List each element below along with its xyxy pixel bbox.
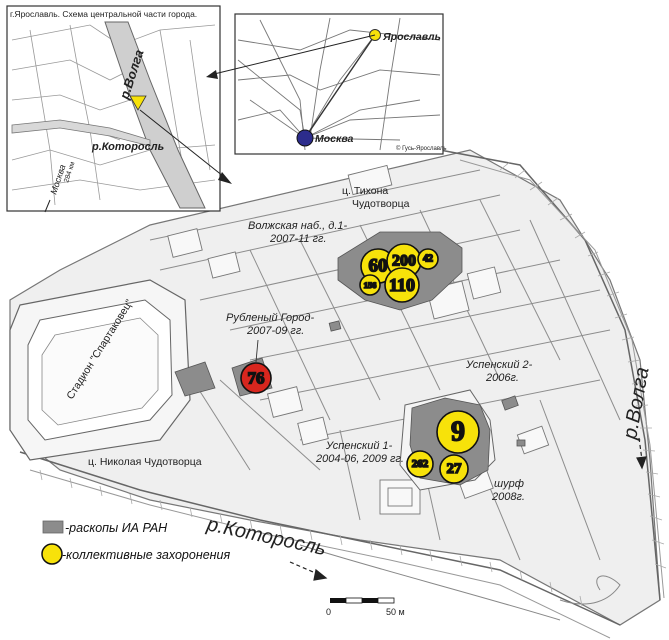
burial-9: 9 <box>436 410 480 454</box>
church-tikhon-label-2: Чудотворца <box>352 198 410 210</box>
region-moscow-marker <box>296 129 314 147</box>
site-shurf-label: шурф <box>494 478 524 490</box>
site-uspensky2-years: 2006г. <box>485 372 519 384</box>
region-inset: Ярославль Москва © Гусь-Ярославль <box>206 13 447 155</box>
inset-location-triangle <box>129 95 147 111</box>
svg-text:262: 262 <box>412 458 429 470</box>
burial-42: 42 <box>417 248 439 270</box>
legend-excavation-swatch <box>42 520 64 534</box>
church-tikhon-label: ц. Тихона <box>342 185 388 197</box>
excavation-shurf <box>516 439 526 447</box>
burial-110: 110 <box>384 267 420 303</box>
scale-zero: 0 <box>326 607 331 617</box>
site-volzhskaya-label: Волжская наб., д.1- <box>248 220 348 232</box>
svg-text:60: 60 <box>369 256 388 277</box>
burials: 60 200 42 156 110 76 9 262 27 <box>240 243 480 484</box>
legend-excavation-text: -раскопы ИА РАН <box>65 521 168 535</box>
site-volzhskaya-years: 2007-11 гг. <box>269 233 327 245</box>
inset-volga <box>104 21 206 209</box>
scale-length: 50 м <box>386 607 405 617</box>
burial-262: 262 <box>406 450 434 478</box>
svg-text:27: 27 <box>447 461 463 477</box>
site-rubleny-years: 2007-09 гг. <box>246 325 304 337</box>
svg-text:110: 110 <box>389 275 415 295</box>
excavation-rubleny-1 <box>174 361 216 397</box>
burial-27: 27 <box>439 454 469 484</box>
city-inset: г.Ярославль. Схема центральной части гор… <box>6 5 232 213</box>
church-nikolai-label: ц. Николая Чудотворца <box>88 456 202 468</box>
svg-text:200: 200 <box>392 253 416 270</box>
legend-burial-text: -коллективные захоронения <box>62 548 230 562</box>
region-credit: © Гусь-Ярославль <box>396 145 447 152</box>
site-uspensky2-label: Успенский 2- <box>465 359 533 371</box>
site-uspensky1-label: Успенский 1- <box>325 440 393 452</box>
burial-200: 200 <box>386 243 422 279</box>
excavation-uspensky-2 <box>501 395 519 411</box>
legend-burial-swatch <box>41 543 63 565</box>
region-yaroslavl-label: Ярославль <box>382 31 441 43</box>
site-labels: Волжская наб., д.1- 2007-11 гг. Рубленый… <box>226 220 533 503</box>
inset-kotorosl-label: р.Которосль <box>91 141 164 153</box>
scale-bar: 0 50 м <box>326 597 405 617</box>
svg-text:9: 9 <box>451 417 465 448</box>
burial-76: 76 <box>240 362 272 394</box>
site-rubleny-label: Рубленый Город- <box>226 312 314 324</box>
stadium <box>9 279 191 461</box>
burial-156: 156 <box>359 274 381 296</box>
legend: -раскопы ИА РАН -коллективные захоронени… <box>41 520 230 565</box>
inset-city-title: г.Ярославль. Схема центральной части гор… <box>10 9 197 19</box>
site-uspensky1-years: 2004-06, 2009 гг. <box>315 453 404 465</box>
river-flow-arrows <box>289 437 647 581</box>
svg-text:42: 42 <box>423 254 433 265</box>
svg-text:76: 76 <box>248 369 265 388</box>
region-moscow-label: Москва <box>315 133 354 145</box>
svg-text:156: 156 <box>364 280 377 290</box>
site-shurf-years: 2008г. <box>491 491 525 503</box>
